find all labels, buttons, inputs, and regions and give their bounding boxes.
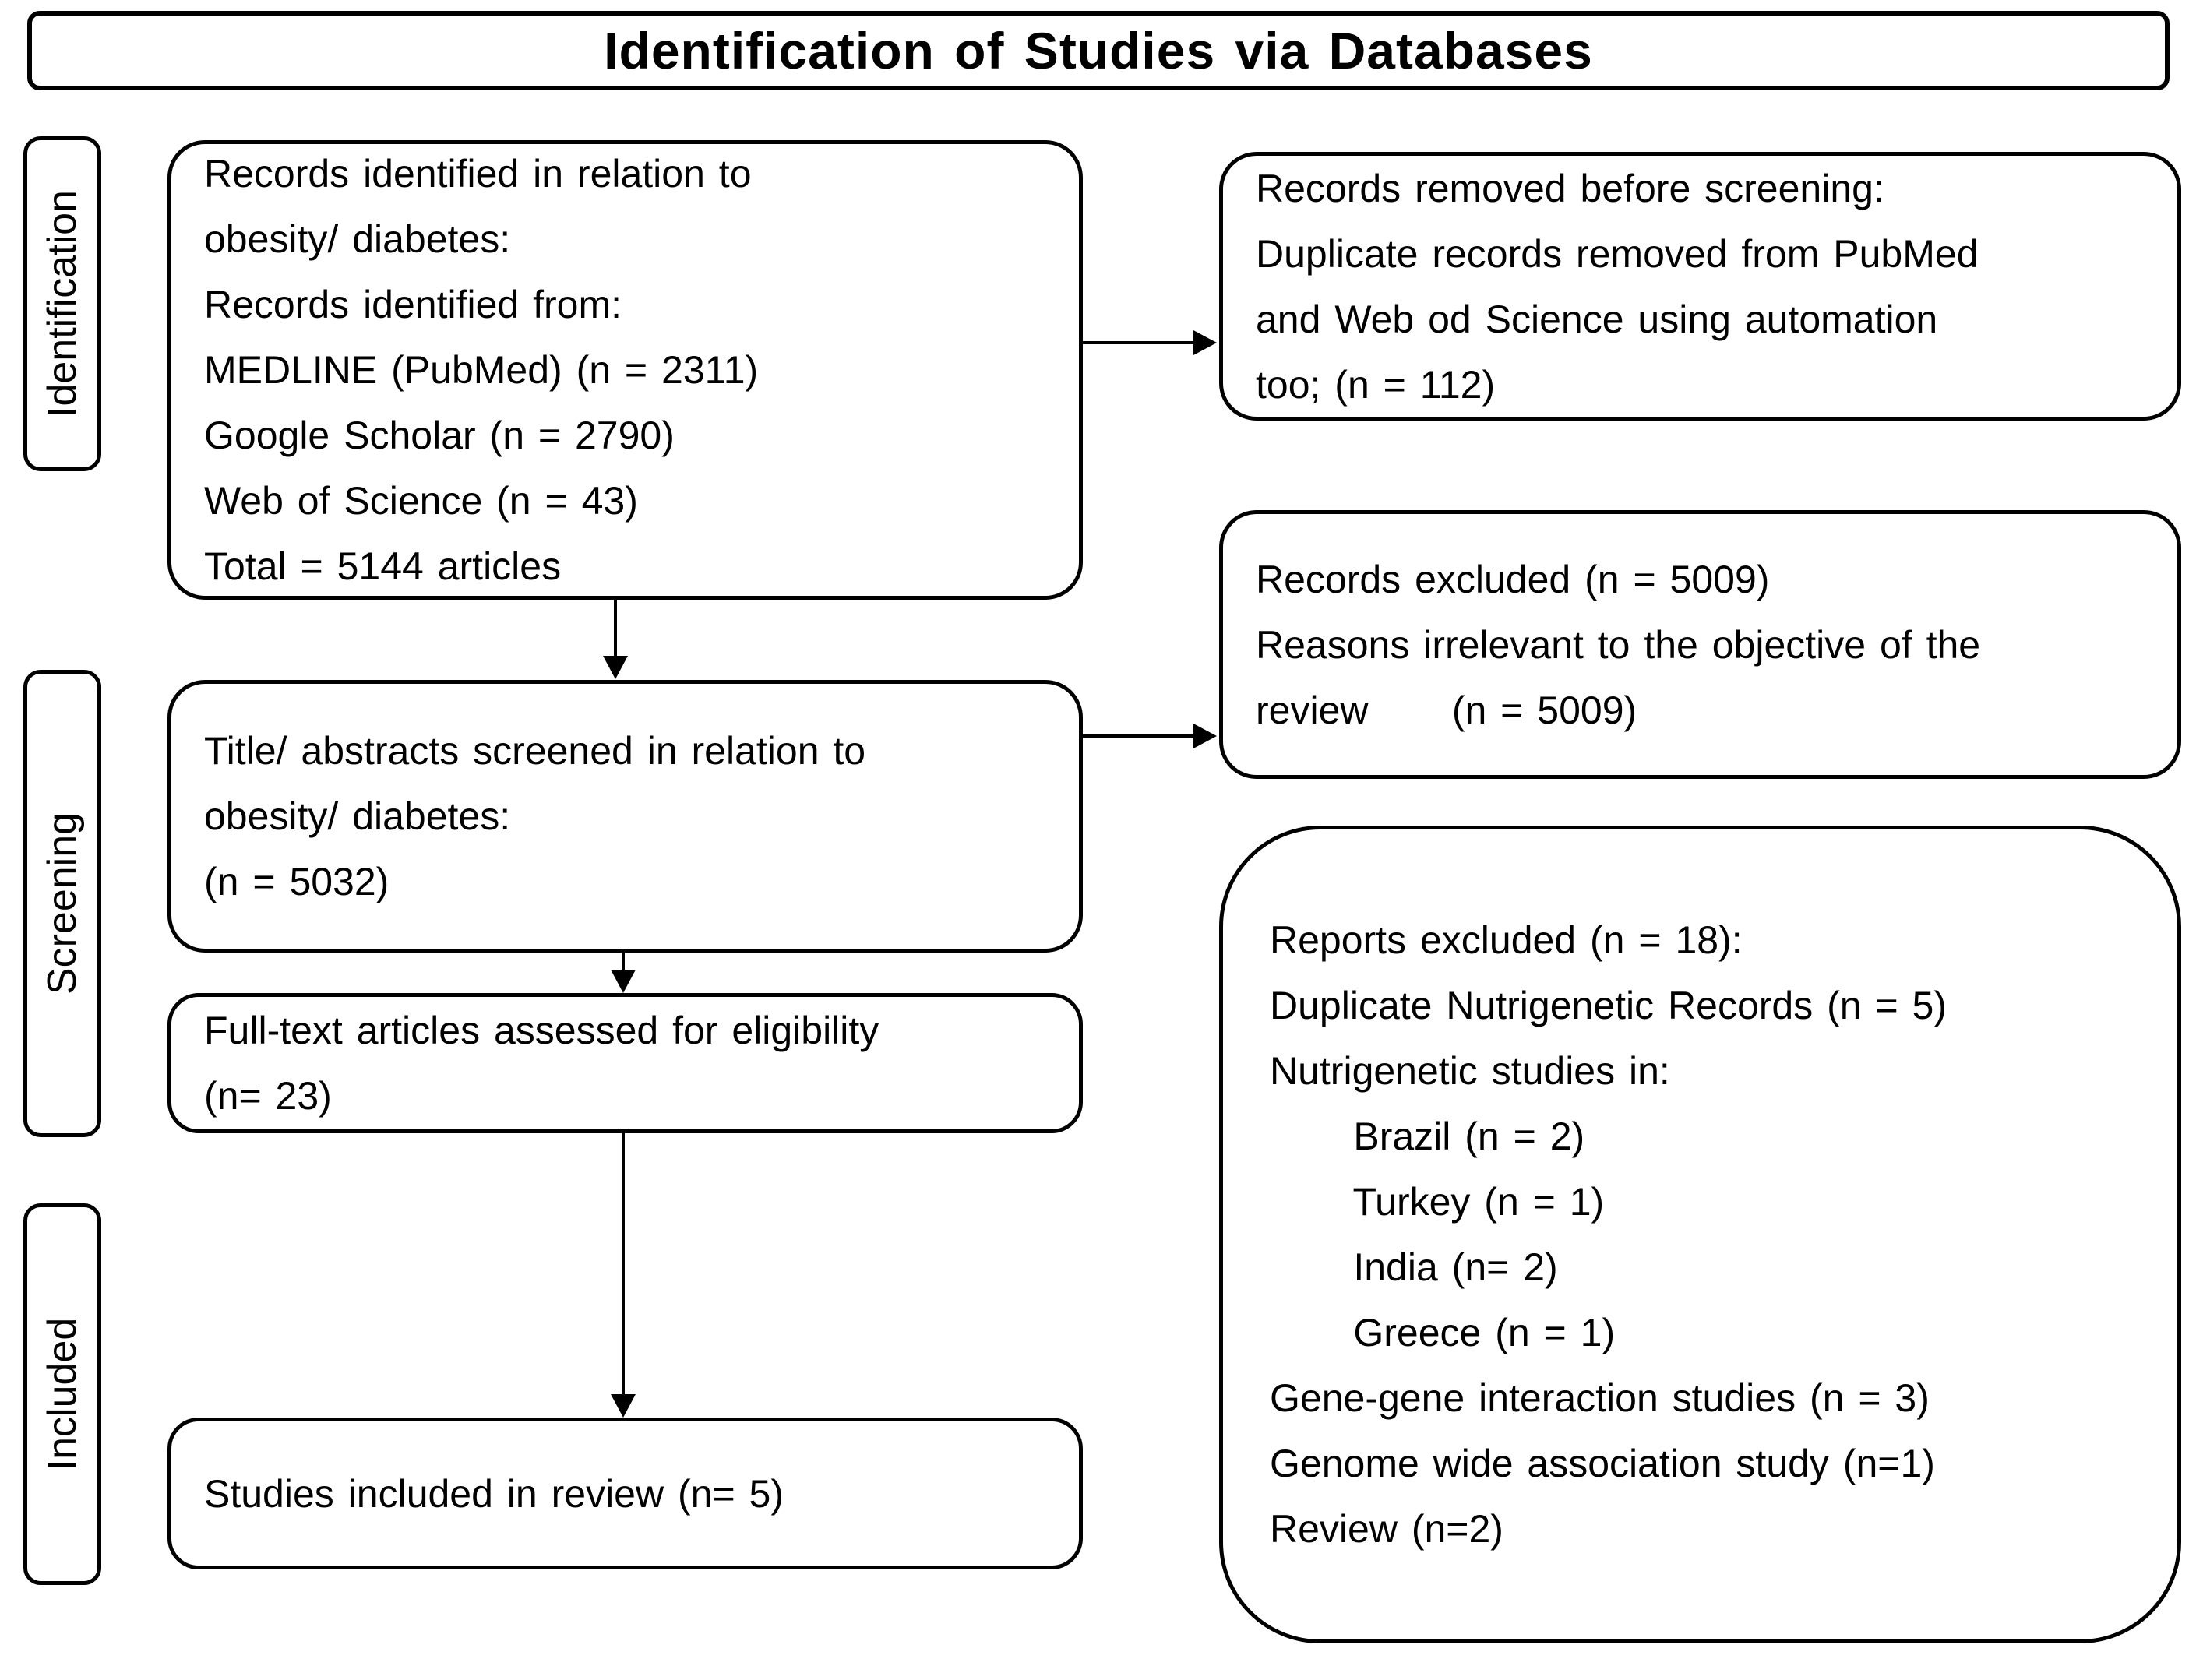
arrow-identified-to-removed-line bbox=[1081, 341, 1195, 344]
box-line: Records excluded (n = 5009) bbox=[1256, 557, 1770, 601]
box-line: Total = 5144 articles bbox=[204, 544, 562, 588]
stage-label-included-text: Included bbox=[40, 1317, 85, 1471]
box-line: too; (n = 112) bbox=[1256, 362, 1496, 407]
fulltext-assessed-box: Full-text articles assessed for eligibil… bbox=[167, 993, 1083, 1133]
box-line: Studies included in review (n= 5) bbox=[204, 1471, 784, 1516]
box-line: Google Scholar (n = 2790) bbox=[204, 414, 675, 457]
diagram-title: Identification of Studies via Databases bbox=[604, 22, 1593, 79]
box-line: Nutrigenetic studies in: bbox=[1270, 1049, 1670, 1093]
box-line: Brazil (n = 2) bbox=[1270, 1115, 1585, 1158]
records-removed-box: Records removed before screening: Duplic… bbox=[1219, 152, 2181, 421]
arrow-identified-to-screened-head bbox=[603, 656, 628, 679]
box-line: obesity/ diabetes: bbox=[204, 217, 511, 261]
box-line: obesity/ diabetes: bbox=[204, 794, 511, 838]
box-line: Full-text articles assessed for eligibil… bbox=[204, 1009, 879, 1052]
arrow-identified-to-screened-line bbox=[614, 600, 617, 657]
box-line: Reports excluded (n = 18): bbox=[1270, 918, 1743, 962]
box-line: Records removed before screening: bbox=[1256, 166, 1884, 210]
box-line: Duplicate records removed from PubMed bbox=[1256, 231, 1979, 276]
title-abstracts-screened-box: Title/ abstracts screened in relation to… bbox=[167, 680, 1083, 953]
studies-included-box: Studies included in review (n= 5) bbox=[167, 1418, 1083, 1569]
box-line: Title/ abstracts screened in relation to bbox=[204, 729, 866, 773]
arrow-fulltext-to-included-line bbox=[622, 1133, 625, 1396]
box-line: Web of Science (n = 43) bbox=[204, 479, 638, 523]
box-line: Reasons irrelevant to the objective of t… bbox=[1256, 622, 1981, 667]
records-identified-box: Records identified in relation to obesit… bbox=[167, 140, 1083, 600]
stage-label-identification-text: Identification bbox=[40, 190, 85, 417]
box-line: Records identified in relation to bbox=[204, 152, 752, 195]
box-line: Gene-gene interaction studies (n = 3) bbox=[1270, 1376, 1930, 1420]
box-line: Genome wide association study (n=1) bbox=[1270, 1442, 1935, 1485]
arrow-screened-to-fulltext-head bbox=[611, 970, 636, 993]
records-excluded-box: Records excluded (n = 5009) Reasons irre… bbox=[1219, 510, 2181, 779]
box-line: (n = 5032) bbox=[204, 860, 389, 903]
arrow-fulltext-to-included-head bbox=[611, 1394, 636, 1418]
arrow-identified-to-removed-head bbox=[1193, 330, 1217, 355]
box-line: India (n= 2) bbox=[1270, 1245, 1558, 1289]
box-line: Turkey (n = 1) bbox=[1270, 1180, 1605, 1224]
diagram-title-bar: Identification of Studies via Databases bbox=[27, 11, 2170, 90]
arrow-screened-to-fulltext-line bbox=[622, 953, 625, 971]
box-line: MEDLINE (PubMed) (n = 2311) bbox=[204, 348, 759, 392]
box-line: and Web od Science using automation bbox=[1256, 297, 1938, 341]
stage-label-included: Included bbox=[23, 1203, 101, 1585]
box-line: Greece (n = 1) bbox=[1270, 1311, 1616, 1354]
box-line: Records identified from: bbox=[204, 283, 622, 326]
stage-label-screening: Screening bbox=[23, 670, 101, 1137]
stage-label-screening-text: Screening bbox=[40, 812, 85, 995]
reports-excluded-box: Reports excluded (n = 18): Duplicate Nut… bbox=[1219, 826, 2181, 1643]
box-line: Review (n=2) bbox=[1270, 1507, 1503, 1551]
stage-label-identification: Identification bbox=[23, 136, 101, 471]
box-line: Duplicate Nutrigenetic Records (n = 5) bbox=[1270, 984, 1947, 1027]
arrow-screened-to-excluded-line bbox=[1081, 734, 1195, 738]
box-line: review (n = 5009) bbox=[1256, 688, 1637, 732]
arrow-screened-to-excluded-head bbox=[1193, 724, 1217, 748]
box-line: (n= 23) bbox=[204, 1074, 332, 1118]
